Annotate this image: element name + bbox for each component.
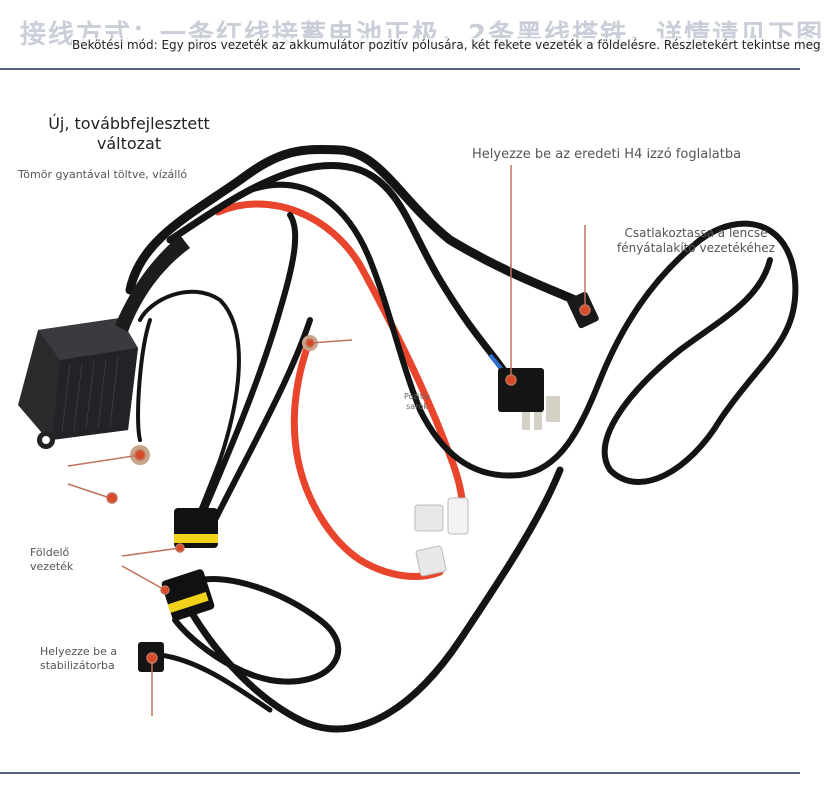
bottom-divider [0,772,800,774]
wiring-harness-illustration [18,144,799,733]
ballast-label: Helyezze be a stabilizátorba [40,645,118,672]
resin-label: Tömör gyantával töltve, vízálló [18,168,188,181]
header-instruction: Bekötési mód: Egy piros vezeték az akkum… [72,38,821,52]
title-label: Új, továbbfejlesztett változat [48,114,210,153]
black-harness-wires [125,144,799,733]
relay-box-icon [18,235,190,449]
ground-wire-label: Földelő vezeték [30,546,74,573]
positive-label: Pozitív sarok [404,392,430,411]
h4-socket-label: Helyezze be az eredeti H4 izzó foglalatb… [472,147,742,162]
annotation-pointers [67,165,591,716]
product-photo: 接线方式：一条红线接蓄电池正极，2条黑线搭铁，详情请见下图 Bekötési m… [0,0,823,774]
header-bar: 接线方式：一条红线接蓄电池正极，2条黑线搭铁，详情请见下图 Bekötési m… [0,0,822,70]
crimp-terminal-icon [414,497,469,577]
h4-plug-icon [488,353,560,430]
lens-connect-label: Csatlakoztassa a lencse fényátalakító ve… [616,226,775,255]
